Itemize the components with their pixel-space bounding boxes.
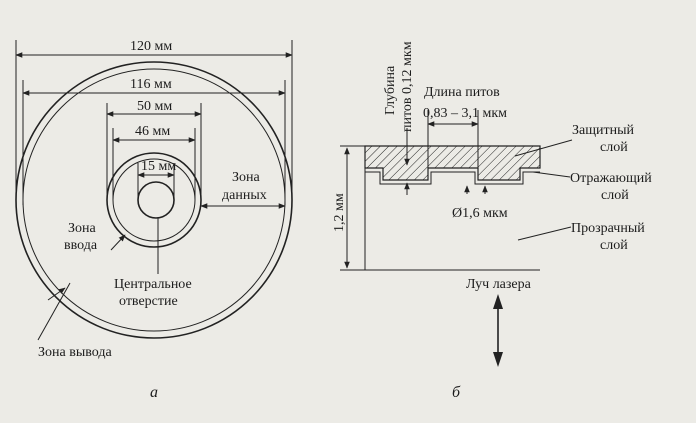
laser-label: Луч лазера [466,277,532,292]
caption-a: а [150,384,158,401]
protective-layer [364,145,541,181]
laser-arrow-head-top [493,294,503,309]
zone-data-label-1: Зона [232,170,261,185]
center-hole-label-2: отверстие [119,294,178,309]
zone-output-label: Зона вывода [38,345,112,360]
dim-50-label: 50 мм [137,99,172,114]
thickness-label: 1,2 мм [332,193,347,232]
reflective-layer [365,171,540,185]
panel-b: 1,2 мм Глубина питов 0,12 мкм Длина пито… [332,41,652,401]
dim-46-label: 46 мм [135,124,170,139]
pit-depth-label-2: питов 0,12 мкм [400,41,415,132]
zone-input-label-1: Зона [68,221,97,236]
dim-120-label: 120 мм [130,39,172,54]
center-hole-label-1: Центральное [114,277,192,292]
dim-15-label: 15 мм [141,159,176,174]
protective-label-2: слой [600,140,628,155]
transparent-label-2: слой [600,238,628,253]
pit-length-label-2: 0,83 – 3,1 мкм [423,106,507,121]
laser-arrow-head-bottom [493,352,503,367]
reflective-label-1: Отражающий [570,171,652,186]
transparent-label-1: Прозрачный [571,221,645,236]
reflective-label-2: слой [601,188,629,203]
pit-length-label-1: Длина питов [424,85,500,100]
protective-label-1: Защитный [572,123,635,138]
panel-a: 120 мм 116 мм 50 мм 46 мм 15 мм Зона дан… [15,39,293,401]
dim-116-label: 116 мм [130,77,172,92]
zone-data-label-2: данных [222,188,267,203]
track-pitch-label: Ø1,6 мкм [452,206,508,221]
pit-depth-label-1: Глубина [383,65,398,115]
center-hole-circle [137,181,175,219]
caption-b: б [452,384,461,401]
zone-input-label-2: ввода [64,238,98,253]
